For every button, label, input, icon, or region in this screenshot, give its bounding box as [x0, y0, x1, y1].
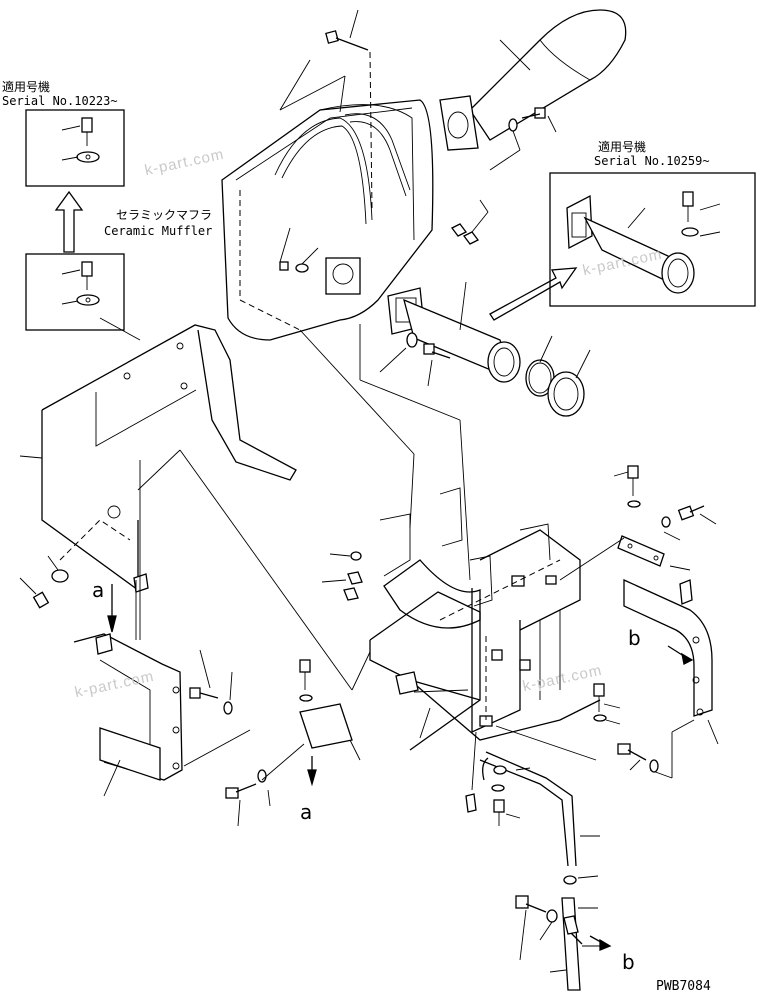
- ceramic-muffler: [221, 59, 434, 341]
- diagonal-arrow: [489, 267, 578, 321]
- view-letter-b-right: b: [628, 626, 641, 650]
- left-lower-bracket: [73, 460, 251, 797]
- inset-left-serial: Serial No.10223~: [2, 94, 118, 108]
- inset-left-applicable: 適用号機: [2, 80, 51, 94]
- lower-rod-assembly: [465, 731, 612, 991]
- inset-box-right: [549, 172, 756, 307]
- top-bolt: [325, 9, 373, 211]
- left-cover-bracket: [19, 324, 297, 609]
- tail-pipe-top: [439, 9, 627, 171]
- right-side-bracket: [495, 465, 719, 779]
- up-arrow: [54, 190, 84, 253]
- muffler-nuts: [451, 199, 489, 245]
- inset-right-serial: Serial No.10259~: [594, 154, 710, 168]
- inset-box-upper-left: [25, 109, 125, 187]
- view-letter-b-bottom: b: [622, 950, 635, 974]
- muffler-label-en: Ceramic Muffler: [104, 224, 213, 238]
- center-bracket-clamp: [137, 324, 601, 751]
- inset-right-applicable: 適用号機: [598, 140, 647, 154]
- drawing-code: PWB7084: [656, 979, 711, 994]
- exhaust-pipe-middle: [379, 281, 591, 417]
- inset-box-lower-left: [25, 253, 141, 341]
- center-hardware: [225, 551, 469, 827]
- view-letter-a-bottom: a: [300, 800, 313, 824]
- muffler-label-jp: セラミックマフラ: [116, 208, 213, 222]
- view-letter-a-top: a: [92, 578, 105, 602]
